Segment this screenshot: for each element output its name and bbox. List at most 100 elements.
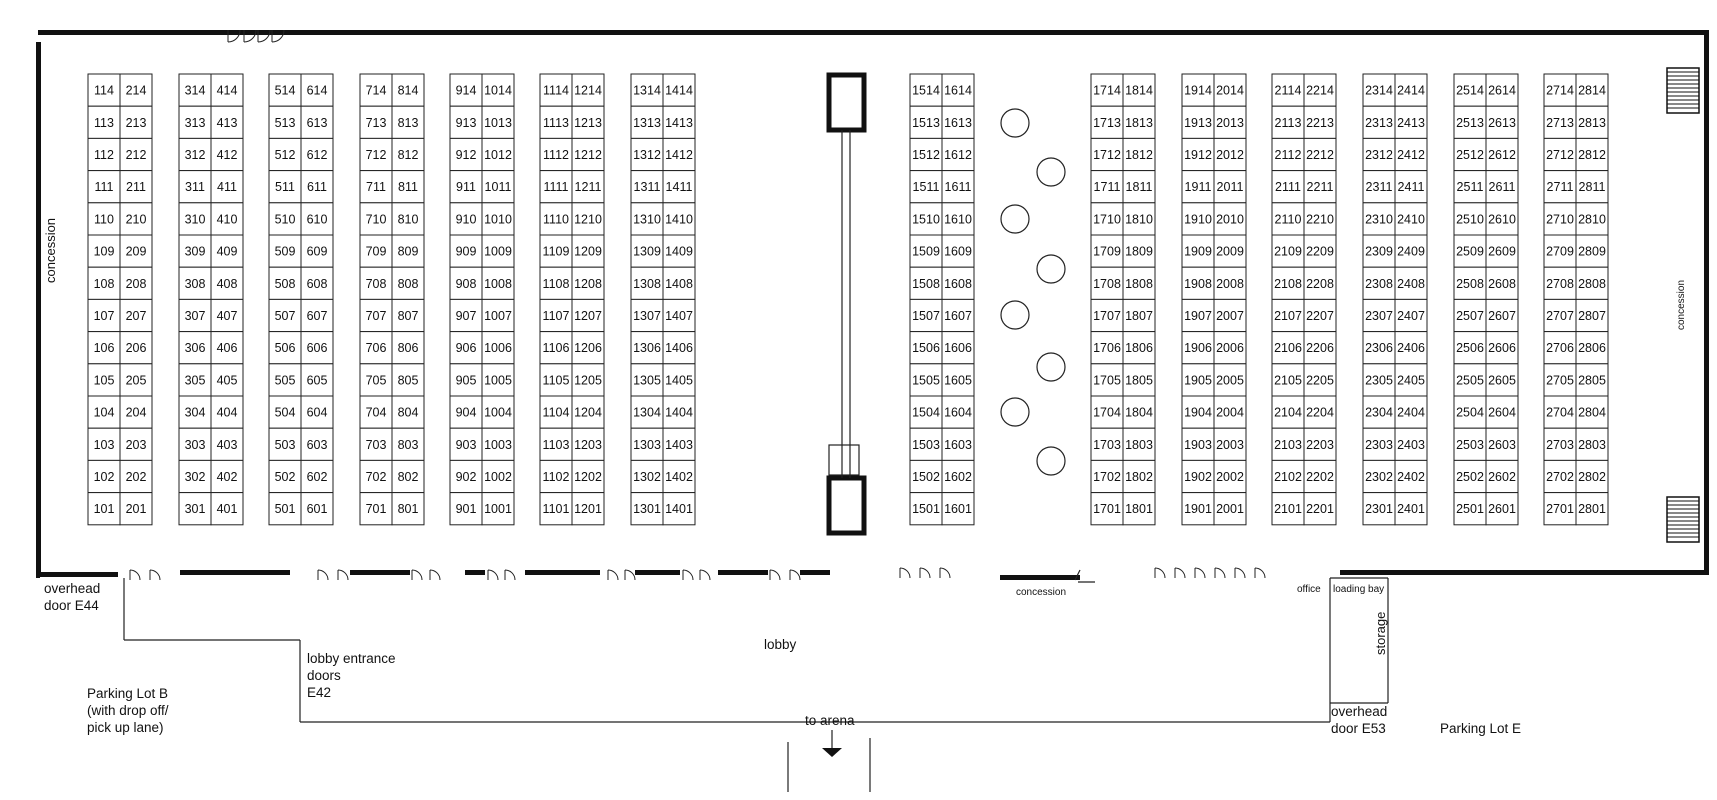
booth-number: 1814: [1125, 84, 1153, 98]
booth-box: [630, 105, 664, 139]
booth-box: [1394, 298, 1428, 333]
booth-box: [1090, 266, 1124, 300]
booth-box: [300, 331, 334, 365]
booth: 806: [391, 331, 425, 365]
door-swing-icon: [337, 569, 349, 581]
booth: 510: [268, 202, 302, 236]
booth-number: 2108: [1274, 277, 1302, 291]
booth-box: [539, 298, 573, 333]
booth-number: 1301: [633, 502, 661, 516]
booth-number: 2205: [1306, 373, 1334, 387]
booth-box: [1485, 105, 1519, 139]
booth-number: 1502: [912, 470, 940, 484]
stair-lines: [1667, 71, 1699, 538]
booth: 608: [300, 266, 334, 300]
booth: 2510: [1453, 202, 1487, 236]
booth-box: [1303, 266, 1337, 300]
booth-number: 2713: [1546, 116, 1574, 130]
booth-number: 510: [275, 212, 296, 226]
booth-box: [630, 395, 664, 429]
booth-box: [1575, 105, 1609, 139]
booth: 2007: [1213, 298, 1247, 333]
booth-number: 304: [185, 406, 206, 420]
booth-number: 603: [307, 438, 328, 452]
booth-number: 1903: [1184, 438, 1212, 452]
door-swing-icon: [919, 567, 931, 579]
booth-box: [662, 137, 696, 172]
booth-number: 1003: [484, 438, 512, 452]
booth-box: [1122, 363, 1156, 397]
booth: 1913: [1181, 105, 1215, 139]
booth: 512: [268, 137, 302, 172]
booth-number: 711: [366, 180, 386, 194]
booth-number: 1311: [634, 180, 661, 194]
booth-number: 1111: [543, 180, 568, 194]
round-table: [1000, 397, 1030, 427]
door-swing-icon: [317, 569, 329, 581]
booth: 113: [87, 105, 121, 139]
booth-number: 2214: [1306, 84, 1334, 98]
booth-number: 103: [94, 438, 115, 452]
booth-number: 105: [94, 373, 115, 387]
booth-box: [941, 492, 975, 526]
booth: 2404: [1394, 395, 1428, 429]
booth-number: 2711: [1547, 180, 1574, 194]
booth: 1002: [481, 459, 515, 494]
booth-number: 1113: [543, 116, 569, 130]
booth-box: [1213, 427, 1247, 461]
booth-box: [391, 202, 425, 236]
booth: 813: [391, 105, 425, 139]
booth: 1301: [630, 492, 664, 526]
booth: 2708: [1543, 266, 1577, 300]
booth-box: [909, 105, 943, 139]
booth-number: 2607: [1488, 309, 1516, 323]
booth-number: 2012: [1216, 148, 1244, 162]
booth: 705: [359, 363, 393, 397]
booth-box: [630, 170, 664, 204]
door-swing-icon: [271, 29, 285, 43]
booth-number: 1604: [944, 406, 972, 420]
booth-box: [178, 234, 212, 268]
booth-number: 2610: [1488, 212, 1516, 226]
booth-box: [1271, 298, 1305, 333]
booth-number: 1014: [484, 84, 512, 98]
booth-box: [1543, 298, 1577, 333]
booth: 1405: [662, 363, 696, 397]
booth: 2006: [1213, 331, 1247, 365]
booth-number: 1509: [912, 245, 940, 259]
booth: 2408: [1394, 266, 1428, 300]
booth-number: 406: [217, 341, 238, 355]
booth-box: [1303, 202, 1337, 236]
booth-number: 402: [217, 470, 238, 484]
booth-number: 509: [275, 245, 296, 259]
booth: 703: [359, 427, 393, 461]
booth-number: 804: [398, 406, 419, 420]
booth-number: 203: [126, 438, 147, 452]
booth: 1609: [941, 234, 975, 268]
booth-number: 2613: [1488, 116, 1516, 130]
booth: 2702: [1543, 459, 1577, 494]
booth-number: 2411: [1398, 180, 1425, 194]
booth: 2213: [1303, 105, 1337, 139]
booth-number: 2603: [1488, 438, 1516, 452]
booth: 906: [449, 331, 483, 365]
booth-box: [119, 331, 153, 365]
booth: 301: [178, 492, 212, 526]
booth: 1602: [941, 459, 975, 494]
booth: 1210: [571, 202, 605, 236]
booth: 1510: [909, 202, 943, 236]
booth-box: [87, 105, 121, 139]
booth: 2403: [1394, 427, 1428, 461]
booth: 706: [359, 331, 393, 365]
booth: 1902: [1181, 459, 1215, 494]
booth-box: [391, 331, 425, 365]
booth: 1911: [1181, 170, 1215, 204]
booth-number: 2305: [1365, 373, 1393, 387]
booth-number: 1302: [633, 470, 661, 484]
booth-grid: 1141131121111101091081071061051041031021…: [87, 73, 1609, 526]
booth: 106: [87, 331, 121, 365]
booth-number: 1304: [633, 406, 661, 420]
booth-box: [300, 202, 334, 236]
booth: 2502: [1453, 459, 1487, 494]
booth-box: [1394, 266, 1428, 300]
